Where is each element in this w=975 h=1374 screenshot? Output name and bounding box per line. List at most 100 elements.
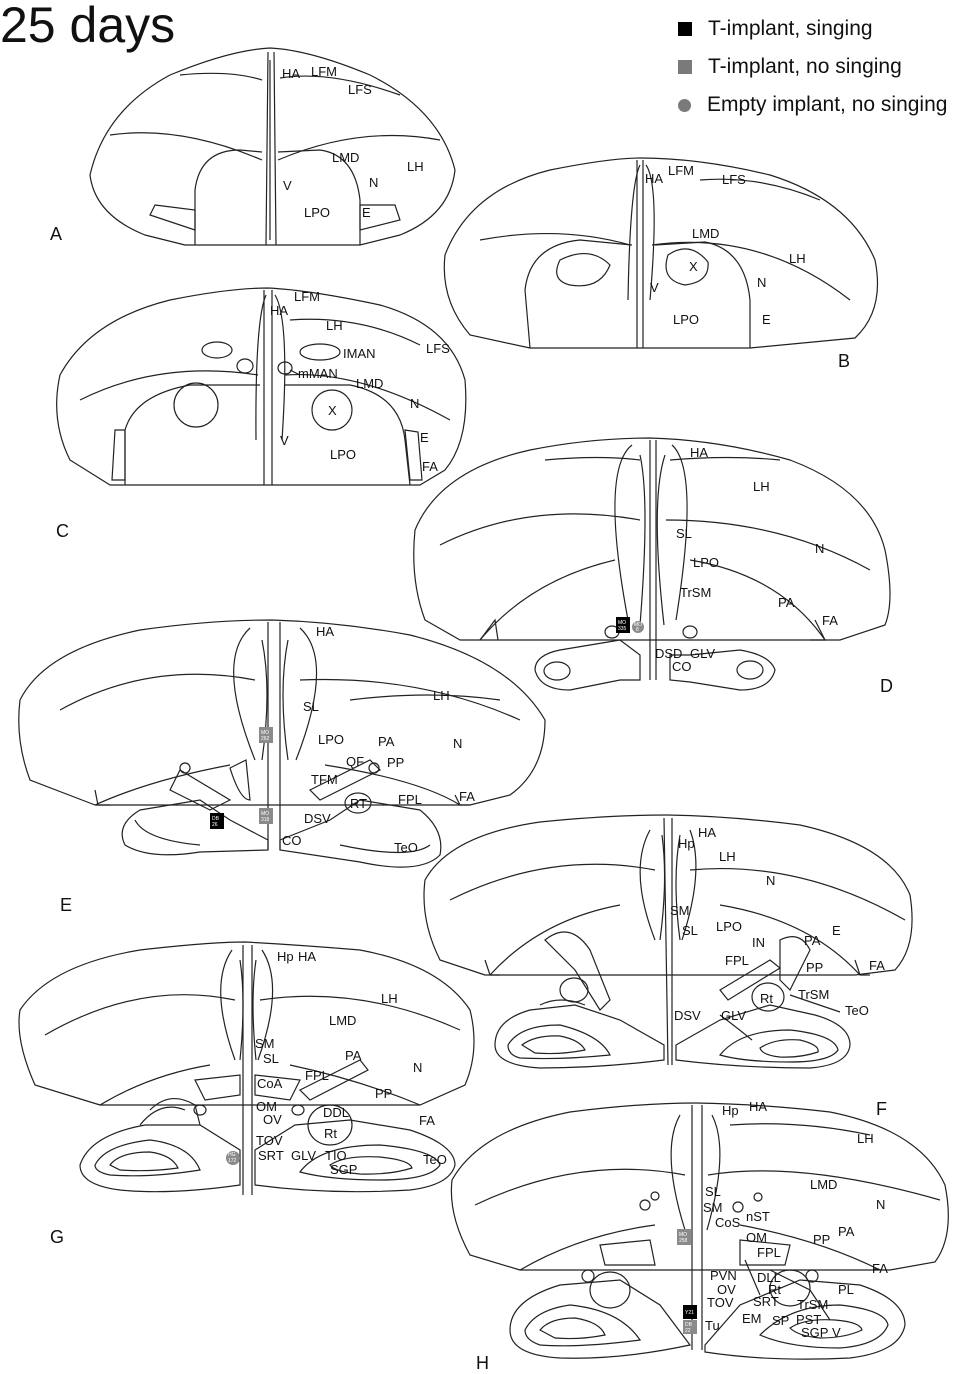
- implant-marker-gray-square: DB 22: [683, 1320, 697, 1334]
- region-label: N: [410, 396, 419, 411]
- panel-label-d: D: [880, 676, 893, 696]
- region-label: Rt: [324, 1126, 337, 1141]
- region-label: SM: [670, 903, 690, 918]
- region-label: PP: [375, 1086, 392, 1101]
- region-label: FA: [872, 1261, 888, 1276]
- region-label: V: [832, 1325, 841, 1340]
- region-label: E: [832, 923, 841, 938]
- marker-text: 335: [618, 626, 627, 632]
- region-label: LFS: [426, 341, 450, 356]
- region-label: TOV: [707, 1295, 734, 1310]
- panel-h: MO 258 Y21 DB 22 Hp HA LH LMD N SL SM Co…: [451, 1099, 948, 1373]
- marker-text: 8: [636, 627, 639, 633]
- region-label: E: [420, 430, 429, 445]
- implant-marker-gray-circle: HG 172: [226, 1151, 240, 1165]
- region-label: PP: [806, 960, 823, 975]
- region-label: LPO: [693, 555, 719, 570]
- region-label: PVN: [710, 1268, 737, 1283]
- region-label: TrSM: [797, 1297, 828, 1312]
- region-label: HA: [645, 171, 663, 186]
- region-label: TrSM: [680, 585, 711, 600]
- implant-marker-black-square: MO 335: [616, 617, 630, 633]
- region-label: SL: [682, 923, 698, 938]
- region-label: LFM: [311, 64, 337, 79]
- region-label: SM: [255, 1036, 275, 1051]
- region-label: FA: [422, 459, 438, 474]
- region-label: LH: [857, 1131, 874, 1146]
- panel-label-f: F: [876, 1099, 887, 1119]
- marker-text: 22: [685, 1328, 691, 1334]
- region-label: N: [453, 736, 462, 751]
- region-label: SRT: [258, 1148, 284, 1163]
- region-label: CO: [282, 833, 302, 848]
- region-label: LFS: [722, 172, 746, 187]
- implant-marker-gray-square: MO 258: [677, 1229, 691, 1245]
- region-label: mMAN: [298, 366, 338, 381]
- marker-text: 318: [261, 817, 270, 823]
- region-label: HA: [698, 825, 716, 840]
- panel-label-b: B: [838, 351, 850, 371]
- region-label: LFM: [294, 289, 320, 304]
- marker-text: 172: [228, 1158, 237, 1164]
- region-label: LMD: [810, 1177, 837, 1192]
- region-label: N: [876, 1197, 885, 1212]
- marker-text: 26: [212, 822, 218, 828]
- region-label: GLV: [690, 646, 715, 661]
- region-label: LFM: [668, 163, 694, 178]
- region-label: FA: [869, 958, 885, 973]
- region-label: X: [328, 403, 337, 418]
- region-label: LMD: [356, 376, 383, 391]
- region-label: EM: [742, 1311, 762, 1326]
- region-label: V: [280, 433, 289, 448]
- region-label: FPL: [757, 1245, 781, 1260]
- region-label: N: [766, 873, 775, 888]
- region-label: E: [762, 312, 771, 327]
- region-label: N: [815, 541, 824, 556]
- region-label: HA: [690, 445, 708, 460]
- panel-f: Hp HA LH N SM SL LPO IN PA E FPL PP FA R…: [424, 815, 912, 1119]
- region-label: LPO: [304, 205, 330, 220]
- implant-marker-gray-square: MO 318: [259, 808, 273, 824]
- region-label: V: [650, 280, 659, 295]
- region-label: DDL: [323, 1105, 349, 1120]
- panel-label-g: G: [50, 1227, 64, 1247]
- panel-c: LFM HA LH IMAN LFS mMAN LMD N X E V LPO …: [56, 288, 466, 541]
- region-label: N: [369, 175, 378, 190]
- region-label: RT: [350, 796, 367, 811]
- region-label: PP: [813, 1232, 830, 1247]
- region-label: DSV: [674, 1008, 701, 1023]
- region-label: TIO: [325, 1148, 347, 1163]
- region-label: FA: [419, 1113, 435, 1128]
- region-label: LH: [433, 688, 450, 703]
- region-label: HA: [282, 66, 300, 81]
- region-label: Rt: [760, 991, 773, 1006]
- region-label: PA: [345, 1048, 362, 1063]
- region-label: SL: [263, 1051, 279, 1066]
- region-label: IN: [752, 935, 765, 950]
- region-label: Tu: [705, 1318, 720, 1333]
- region-label: LH: [753, 479, 770, 494]
- region-label: SM: [703, 1200, 723, 1215]
- region-label: SL: [303, 699, 319, 714]
- region-label: CoA: [257, 1076, 283, 1091]
- marker-text: 258: [679, 1238, 688, 1244]
- region-label: TrSM: [798, 987, 829, 1002]
- region-label: LMD: [692, 226, 719, 241]
- region-label: LH: [789, 251, 806, 266]
- region-label: HA: [270, 303, 288, 318]
- region-label: LPO: [330, 447, 356, 462]
- region-label: CoS: [715, 1215, 741, 1230]
- region-label: TFM: [311, 772, 338, 787]
- region-label: SP: [772, 1313, 789, 1328]
- region-label: X: [689, 259, 698, 274]
- panel-a: HA LFM LFS LMD LH V N LPO E A: [50, 48, 455, 245]
- region-label: LPO: [673, 312, 699, 327]
- region-label: OM: [746, 1230, 767, 1245]
- implant-marker-black-square: Y21: [683, 1305, 697, 1319]
- panel-d: MO 335 MO 8 HA LH SL N LPO TrSM PA FA DS…: [414, 438, 893, 696]
- region-label: TeO: [394, 840, 418, 855]
- implant-marker-gray-square: MO 262: [259, 727, 273, 743]
- region-label: N: [757, 275, 766, 290]
- implant-marker-gray-circle: MO 8: [632, 621, 644, 633]
